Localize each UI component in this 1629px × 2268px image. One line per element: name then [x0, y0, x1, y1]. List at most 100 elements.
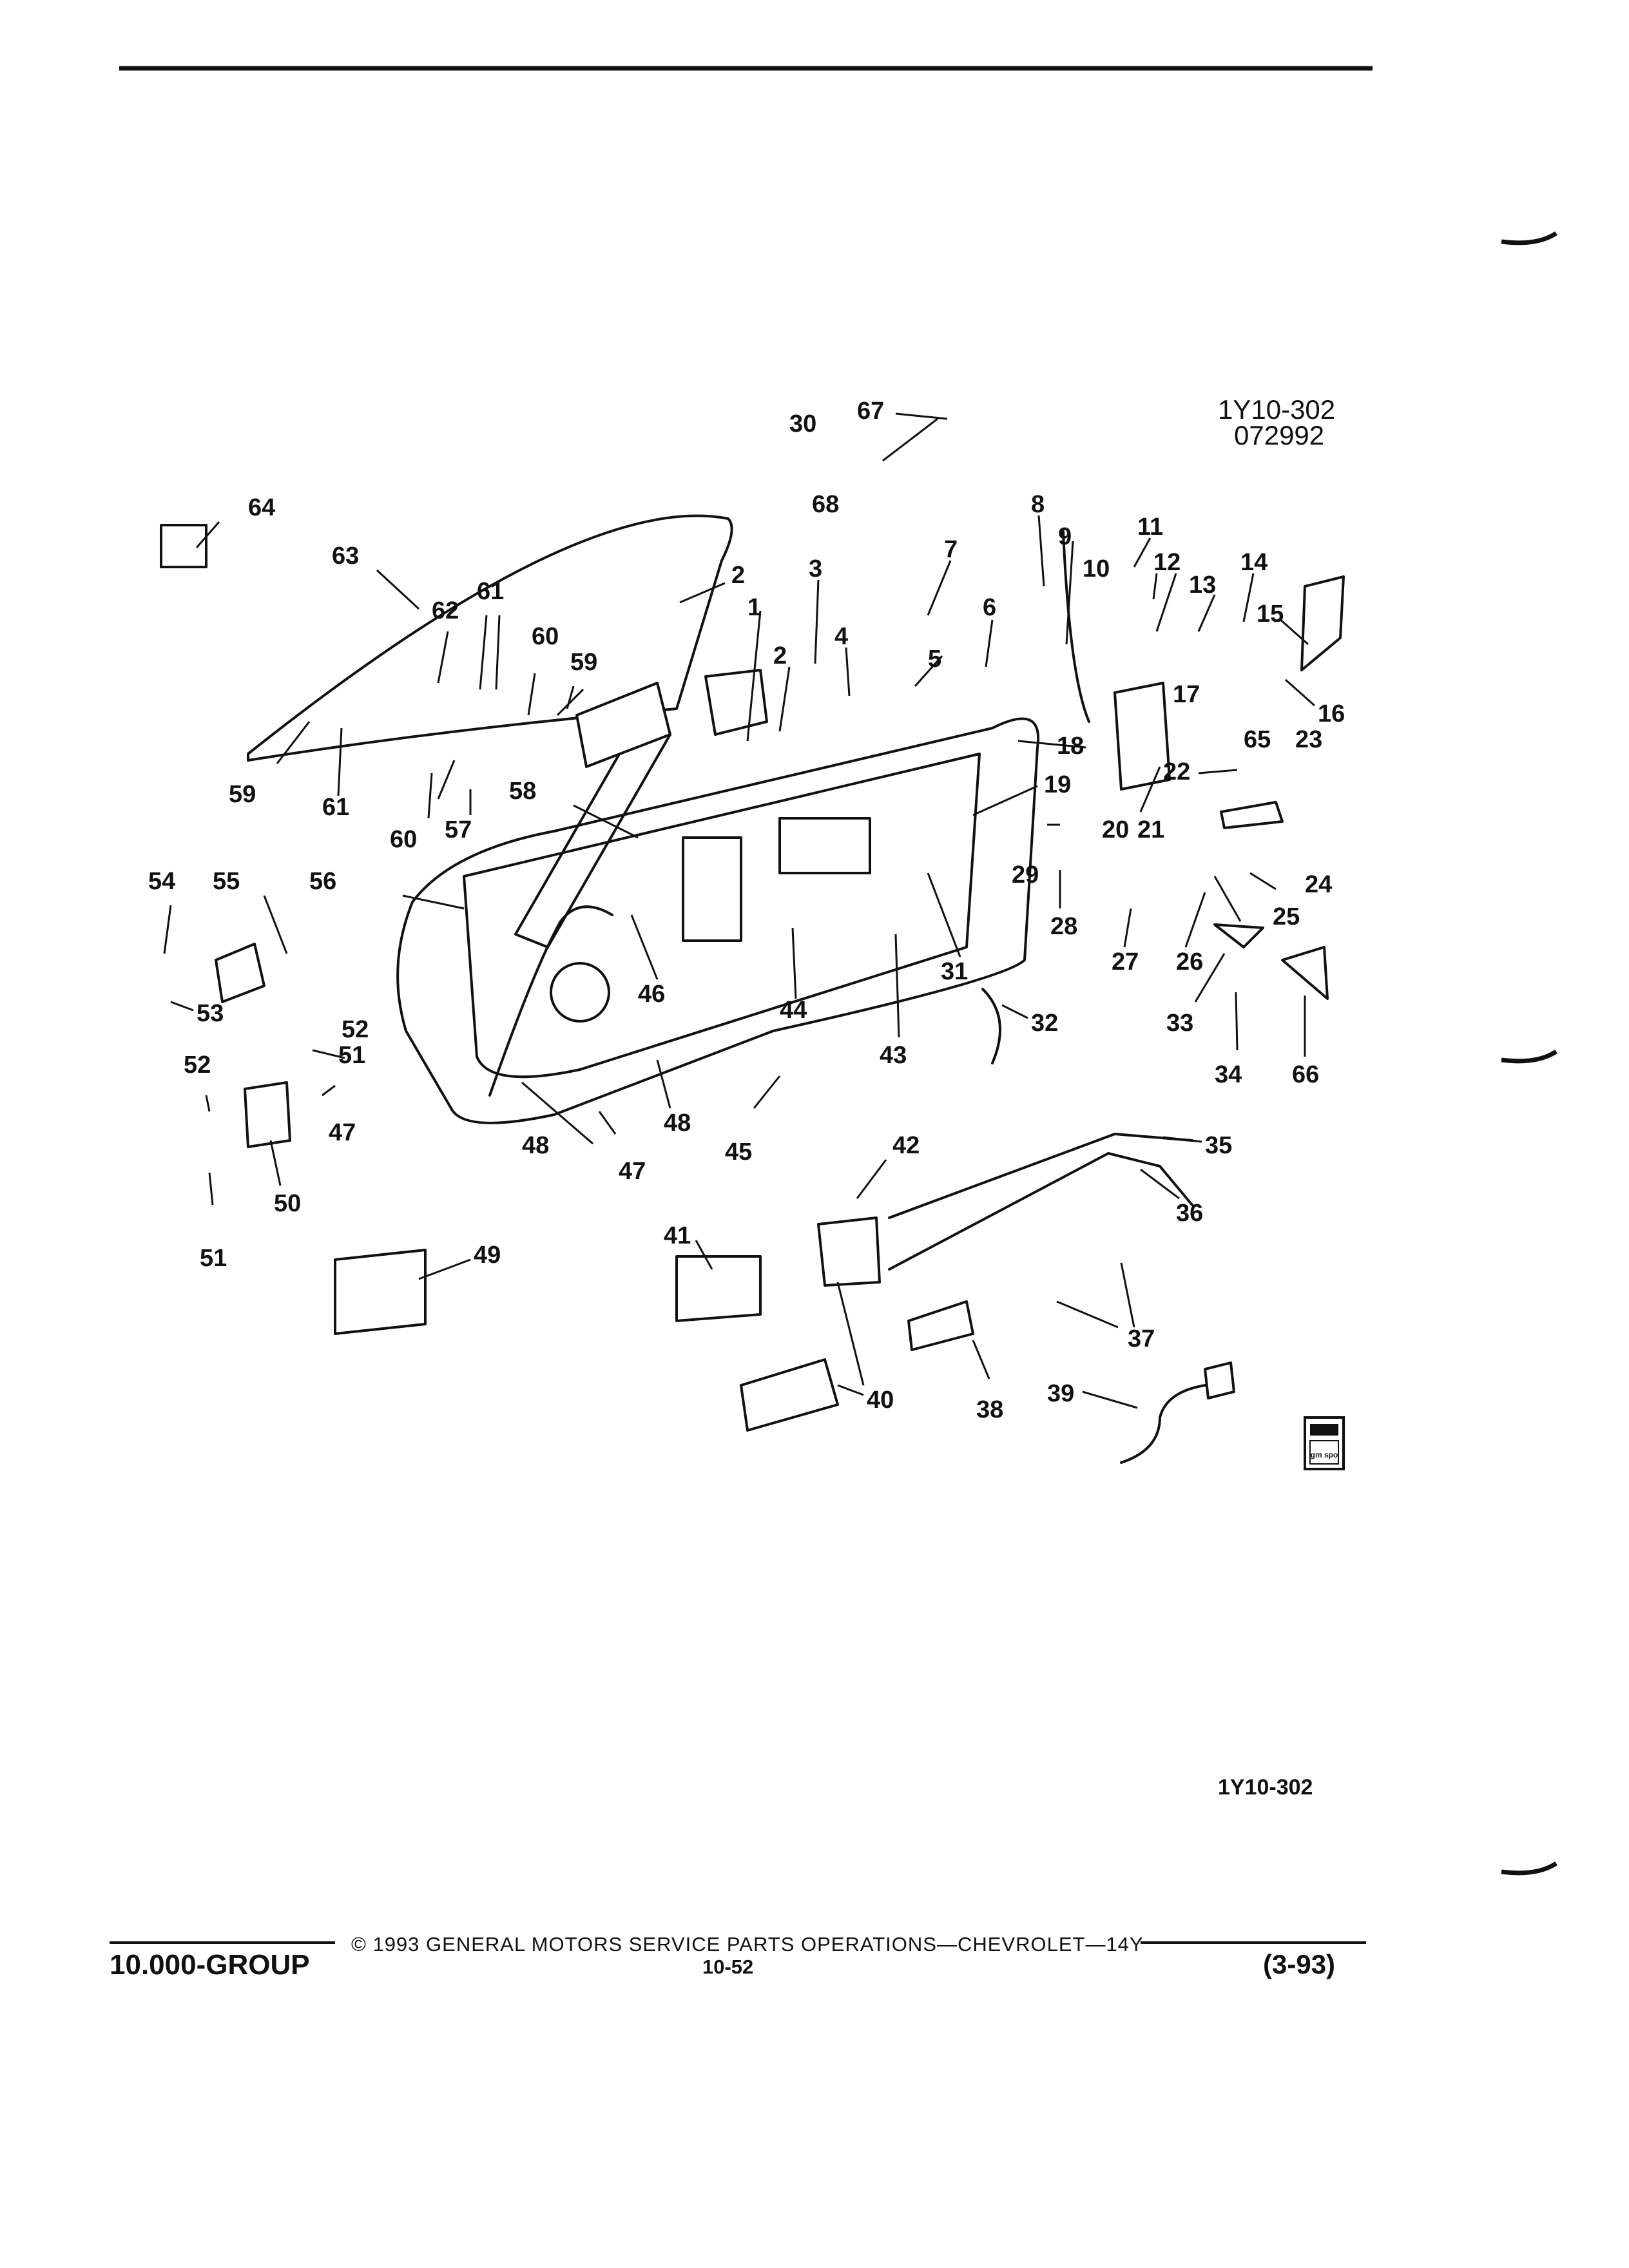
part-label: 66 [1292, 1061, 1319, 1088]
part-label: 32 [1031, 1010, 1058, 1037]
svg-text:gm spo: gm spo [1311, 1450, 1338, 1459]
handle-bracket [675, 1255, 762, 1322]
part-label: 2 [773, 642, 787, 669]
binder-mark [1501, 1861, 1557, 1876]
sill-plate [334, 1249, 427, 1335]
door-inner-panel [463, 753, 981, 1079]
part-label: 58 [509, 778, 536, 805]
part-label: 17 [1173, 681, 1200, 708]
part-label: 44 [780, 997, 807, 1024]
pad [907, 1300, 974, 1351]
part-label: 25 [1273, 903, 1300, 930]
part-callouts: 1 2 2 3 4 5 6 7 8 9 10 11 12 13 14 15 16… [148, 398, 1345, 1423]
part-label: 21 [1137, 816, 1164, 843]
part-label: 10 [1083, 555, 1110, 582]
part-label: 37 [1128, 1325, 1155, 1352]
part-label: 12 [1153, 549, 1181, 576]
footer-page-number: 10-52 [702, 1956, 754, 1978]
remote-handle [740, 1358, 839, 1432]
part-label: 47 [619, 1158, 646, 1185]
rod [981, 988, 1001, 1064]
part-label: 51 [338, 1042, 365, 1069]
part-label: 5 [928, 646, 941, 673]
figure-code: 1Y10-302 [1218, 394, 1335, 425]
lock-rod [888, 1152, 1193, 1271]
door-access-hole [682, 836, 742, 942]
part-label: 26 [1176, 948, 1203, 975]
gm-spo-logo: gm spo [1304, 1416, 1345, 1470]
part-label: 60 [532, 623, 559, 650]
part-label: 24 [1305, 871, 1332, 898]
part-label: 18 [1057, 733, 1084, 760]
part-label: 53 [197, 1000, 224, 1027]
part-label: 51 [200, 1245, 227, 1272]
part-label: 50 [274, 1190, 301, 1217]
part-label: 22 [1163, 758, 1190, 785]
binder-mark [1501, 231, 1557, 245]
part-label: 41 [664, 1222, 691, 1249]
part-label: 4 [834, 623, 848, 650]
part-label: 48 [664, 1110, 691, 1137]
part-label: 9 [1058, 523, 1072, 550]
part-label: 57 [445, 816, 472, 843]
upper-hinge [215, 943, 265, 1003]
part-label: 49 [474, 1242, 501, 1269]
part-label: 68 [812, 491, 839, 518]
window-glass [247, 514, 733, 762]
part-label: 42 [892, 1132, 920, 1159]
figure-code-bottom: 1Y10-302 [1218, 1775, 1313, 1800]
part-label: 46 [638, 981, 665, 1008]
regulator-arm [704, 669, 768, 736]
bracket-plate [1281, 946, 1329, 1000]
door-access-hole [778, 817, 871, 874]
part-label: 28 [1050, 913, 1077, 940]
part-label: 19 [1044, 771, 1071, 798]
part-label: 8 [1031, 491, 1045, 518]
part-label: 15 [1257, 601, 1284, 628]
part-label: 31 [941, 958, 968, 985]
part-label: 60 [390, 826, 417, 853]
leader-lines [163, 412, 1315, 1409]
part-label: 65 [1244, 726, 1271, 753]
part-label: 29 [1012, 861, 1039, 889]
part-label: 34 [1215, 1061, 1242, 1088]
lock-rod [888, 1133, 1193, 1219]
part-label: 54 [148, 868, 175, 895]
part-label: 7 [944, 536, 958, 563]
bracket-plate [1220, 801, 1284, 829]
part-label: 43 [880, 1042, 907, 1069]
part-label: 1 [747, 594, 761, 621]
regulator-track [488, 905, 613, 1097]
footer-copyright: © 1993 GENERAL MOTORS SERVICE PARTS OPER… [351, 1933, 1144, 1956]
part-label: 23 [1295, 726, 1322, 753]
part-label: 6 [983, 594, 996, 621]
lock-bellcrank [817, 1216, 881, 1287]
bracket-plate [1213, 923, 1264, 948]
door-latch [1113, 682, 1171, 791]
footer-date: (3-93) [1263, 1949, 1336, 1979]
part-label: 14 [1240, 549, 1268, 576]
part-label: 52 [342, 1016, 369, 1043]
part-label: 20 [1102, 816, 1129, 843]
part-label: 30 [789, 410, 816, 437]
part-label: 27 [1112, 948, 1139, 975]
part-label: 3 [809, 555, 822, 582]
part-label: 67 [857, 398, 884, 425]
part-label: 13 [1189, 572, 1216, 599]
rod [1062, 530, 1090, 723]
part-label: 61 [322, 794, 349, 821]
part-label: 35 [1205, 1132, 1232, 1159]
part-label: 63 [332, 543, 359, 570]
part-label: 61 [477, 578, 504, 605]
part-label: 52 [184, 1052, 211, 1079]
lower-hinge [244, 1081, 291, 1148]
part-label: 59 [570, 649, 597, 676]
part-label: 62 [432, 597, 459, 624]
switch-wire [1120, 1384, 1206, 1464]
footer-group: 10.000-GROUP [110, 1949, 310, 1981]
part-label: 33 [1166, 1010, 1193, 1037]
regulator-bracket [575, 682, 671, 768]
part-label: 11 [1137, 514, 1163, 541]
door-shell [396, 717, 1040, 1124]
